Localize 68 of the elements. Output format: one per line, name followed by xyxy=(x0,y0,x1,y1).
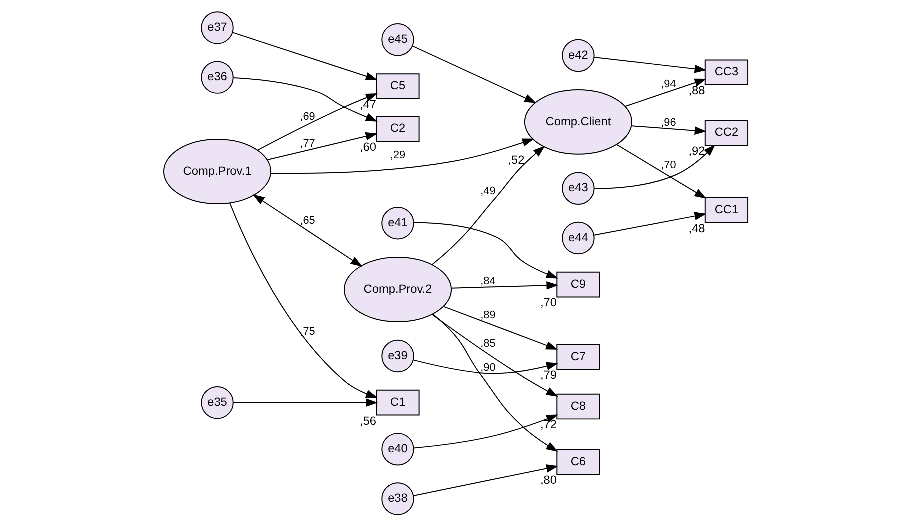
node-label: ,80 xyxy=(540,473,557,488)
node-circle: e39 xyxy=(382,340,414,373)
arrow xyxy=(270,138,534,174)
arrow xyxy=(594,212,707,236)
edge-label: ,70 xyxy=(661,160,676,172)
node-box: CC3 xyxy=(704,60,749,86)
edge-label: ,94 xyxy=(661,78,676,90)
node-label: ,60 xyxy=(360,140,376,154)
node-circle: e37 xyxy=(201,12,234,44)
node-circle: e43 xyxy=(562,172,595,205)
arrow xyxy=(413,464,558,496)
arrow xyxy=(232,32,378,80)
node-circle: e42 xyxy=(562,39,595,72)
node-label: ,79 xyxy=(540,368,557,382)
node-label: ,88 xyxy=(688,84,706,98)
edge-label: ,49 xyxy=(480,185,496,198)
node-circle: e35 xyxy=(201,386,234,420)
node-box: C8 xyxy=(556,394,600,420)
arrow xyxy=(625,78,707,107)
arrow xyxy=(252,194,363,268)
node-circle: e45 xyxy=(382,24,414,56)
node-box: CC1 xyxy=(704,198,749,224)
arrow xyxy=(432,146,546,266)
arrow xyxy=(451,282,559,290)
arrow xyxy=(267,132,378,160)
edge-label: ,77 xyxy=(300,138,316,150)
node-box: C2 xyxy=(376,116,420,142)
node-label: ,56 xyxy=(360,414,376,428)
node-box: C5 xyxy=(376,74,420,100)
edge-label: ,89 xyxy=(480,309,496,322)
arrow xyxy=(432,314,558,452)
edge-label: ,96 xyxy=(661,116,676,129)
node-circle: e41 xyxy=(382,206,414,240)
edge-label: ,65 xyxy=(300,215,316,228)
arrow xyxy=(413,414,558,449)
node-label: ,48 xyxy=(688,221,706,236)
arrow xyxy=(594,144,716,190)
node-label: ,47 xyxy=(360,97,376,112)
arrow xyxy=(631,126,707,135)
node-circle: e36 xyxy=(201,61,234,94)
edge-label: ,84 xyxy=(480,276,496,288)
node-label: ,70 xyxy=(540,296,557,310)
node-label: ,52 xyxy=(508,152,525,167)
arrow xyxy=(412,46,537,104)
edge-label: ,75 xyxy=(300,326,316,338)
arrow xyxy=(444,306,558,350)
node-box: C6 xyxy=(556,449,600,476)
node-circle: e40 xyxy=(382,433,414,466)
edge-label: ,85 xyxy=(480,338,496,350)
edge-label: ,69 xyxy=(300,111,316,124)
node-label: ,92 xyxy=(688,144,706,158)
edge-label: ,29 xyxy=(390,150,406,162)
edge-label: ,90 xyxy=(480,362,496,374)
arrow xyxy=(232,78,378,122)
arrow xyxy=(413,222,558,279)
node-box: C1 xyxy=(376,390,420,416)
arrow xyxy=(232,398,378,407)
node-circle: e38 xyxy=(382,482,414,516)
arrow xyxy=(616,144,707,199)
arrow xyxy=(257,94,378,151)
arrow xyxy=(432,314,558,397)
arrow xyxy=(413,360,559,374)
node-box: C9 xyxy=(556,272,600,298)
node-box: C7 xyxy=(556,344,600,370)
node-circle: e44 xyxy=(562,222,595,255)
arrow xyxy=(594,56,707,74)
arrow xyxy=(230,202,378,398)
node-box: CC2 xyxy=(704,120,749,146)
